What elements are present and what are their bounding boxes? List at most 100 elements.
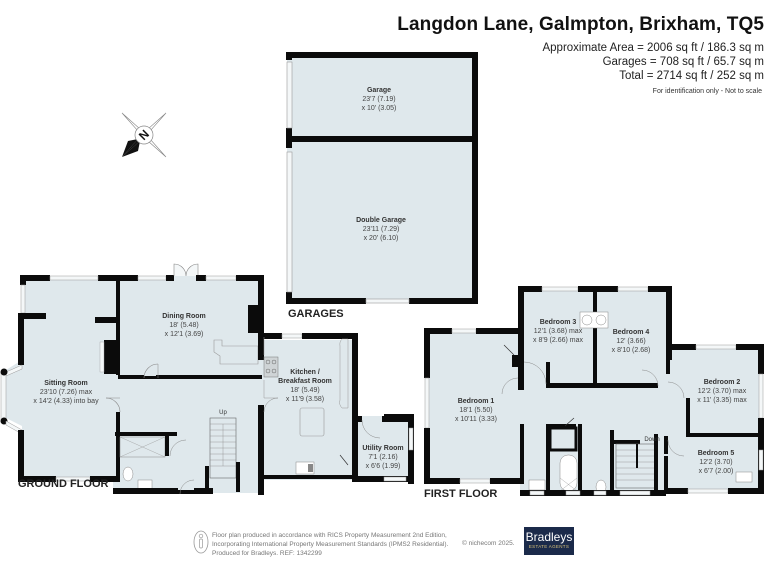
wall bbox=[115, 432, 177, 436]
wall bbox=[472, 52, 478, 304]
window bbox=[20, 284, 26, 314]
wall bbox=[18, 313, 46, 319]
room-dim-kitchen-1: 18' (5.49) bbox=[290, 387, 319, 394]
stairs-down-label: Down bbox=[644, 437, 659, 443]
wall bbox=[20, 275, 50, 281]
basin bbox=[735, 471, 753, 483]
hob bbox=[263, 356, 279, 378]
garages-area: Garages = 708 sq ft / 65.7 sq m bbox=[602, 56, 764, 68]
room-name-dining-room: Dining Room bbox=[162, 313, 206, 320]
room-dim-bedroom-4-1: 12' (3.66) bbox=[616, 338, 645, 345]
room-dim-bedroom-2-1: 12'2 (3.70) max bbox=[698, 388, 747, 395]
room-dim-sitting-room-1: 23'10 (7.26) max bbox=[40, 389, 93, 396]
floor-label-first: FIRST FLOOR bbox=[424, 488, 498, 500]
brand-subtitle: ESTATE AGENTS bbox=[528, 544, 570, 549]
kitchen-island bbox=[299, 407, 325, 437]
room-dim-bedroom-1-2: x 10'11 (3.33) bbox=[455, 416, 497, 423]
room-name-utility: Utility Room bbox=[362, 445, 403, 452]
twin-basin bbox=[579, 311, 609, 329]
wall bbox=[286, 298, 366, 304]
room-dim-dining-room-2: x 12'1 (3.69) bbox=[165, 331, 204, 338]
room-dim-utility-1: 7'1 (2.16) bbox=[368, 454, 397, 461]
room-dim-bedroom-1-1: 18'1 (5.50) bbox=[459, 407, 492, 414]
room-dim-bedroom-2-2: x 11' (3.35) max bbox=[697, 397, 747, 404]
ground-floor-area bbox=[6, 276, 412, 493]
garage-door bbox=[286, 151, 293, 293]
window bbox=[49, 275, 99, 281]
wall bbox=[424, 328, 430, 378]
room-dim-bedroom-4-2: x 8'10 (2.68) bbox=[612, 347, 651, 354]
bay-window bbox=[0, 371, 7, 423]
room-dim-kitchen-2: x 11'9 (3.58) bbox=[286, 396, 324, 403]
wall bbox=[409, 298, 478, 304]
wall bbox=[666, 286, 672, 360]
room-dim-bedroom-3-1: 12'1 (3.68) max bbox=[534, 328, 583, 335]
garages-floor bbox=[287, 53, 477, 303]
window bbox=[541, 286, 579, 292]
wall bbox=[116, 275, 120, 375]
wall bbox=[262, 475, 352, 479]
stairs-up-label: Up bbox=[219, 410, 227, 416]
wall bbox=[546, 383, 658, 388]
room-dim-double-garage-2: x 20' (6.10) bbox=[364, 235, 399, 242]
window bbox=[281, 333, 303, 339]
garages-block: Garage 23'7 (7.19) x 10' (3.05) Double G… bbox=[286, 52, 478, 304]
room-dim-bedroom-5-1: 12'2 (3.70) bbox=[699, 459, 732, 466]
chimney-breast bbox=[104, 340, 118, 374]
footer-line-2: Incorporating International Property Mea… bbox=[212, 541, 449, 548]
wall bbox=[18, 476, 56, 482]
wall bbox=[258, 405, 264, 495]
window bbox=[758, 373, 764, 419]
ground-floor-block: Up bbox=[0, 263, 414, 495]
basin bbox=[528, 479, 546, 491]
chimney-breast bbox=[248, 305, 264, 333]
wall bbox=[286, 128, 292, 148]
person-info-icon bbox=[193, 530, 209, 554]
basin bbox=[137, 479, 153, 490]
first-floor-block: Down Bedroom 1 18'1 (5.50) x 10'11 (3.33… bbox=[424, 286, 764, 496]
wall bbox=[118, 275, 138, 281]
wall bbox=[286, 292, 292, 304]
room-dim-double-garage-1: 23'11 (7.29) bbox=[363, 226, 400, 233]
window bbox=[617, 286, 649, 292]
scale-note: For identification only - Not to scale bbox=[652, 88, 762, 95]
french-doors bbox=[173, 263, 199, 277]
wall bbox=[286, 52, 478, 58]
wall bbox=[352, 476, 414, 482]
wall bbox=[236, 275, 264, 281]
total-area: Total = 2714 sq ft / 252 sq m bbox=[619, 70, 764, 82]
first-floor-area bbox=[426, 288, 762, 494]
wall bbox=[424, 428, 430, 484]
brand-name: Bradleys bbox=[525, 530, 573, 544]
approximate-area: Approximate Area = 2006 sq ft / 186.3 sq… bbox=[542, 42, 764, 54]
footer-line-1: Floor plan produced in accordance with R… bbox=[212, 532, 447, 539]
room-dim-bedroom-5-2: x 6'7 (2.00) bbox=[699, 468, 734, 475]
room-dim-dining-room-1: 18' (5.48) bbox=[169, 322, 198, 329]
wall bbox=[116, 412, 120, 482]
property-title: Langdon Lane, Galmpton, Brixham, TQ5 bbox=[397, 14, 764, 35]
garage-door bbox=[286, 61, 293, 129]
wall bbox=[302, 333, 358, 339]
door-swing bbox=[501, 377, 519, 395]
window bbox=[408, 427, 414, 451]
room-name-garage: Garage bbox=[367, 87, 391, 94]
floor-label-garages: GARAGES bbox=[288, 308, 344, 320]
wall bbox=[95, 317, 119, 323]
room-dim-utility-2: x 6'6 (1.99) bbox=[366, 463, 401, 470]
window bbox=[451, 328, 477, 334]
window bbox=[137, 275, 167, 281]
wall bbox=[758, 344, 764, 374]
room-name-bedroom-1: Bedroom 1 bbox=[458, 398, 495, 405]
compass-north-icon: N bbox=[121, 112, 167, 158]
window bbox=[205, 275, 237, 281]
window bbox=[459, 478, 491, 484]
room-name-sitting-room: Sitting Room bbox=[44, 380, 88, 387]
room-name-bedroom-2: Bedroom 2 bbox=[704, 379, 741, 386]
wall bbox=[90, 476, 118, 482]
bath bbox=[559, 454, 578, 492]
window bbox=[687, 488, 729, 494]
door-swing bbox=[143, 363, 159, 379]
wall bbox=[113, 488, 213, 494]
wall bbox=[166, 275, 174, 281]
